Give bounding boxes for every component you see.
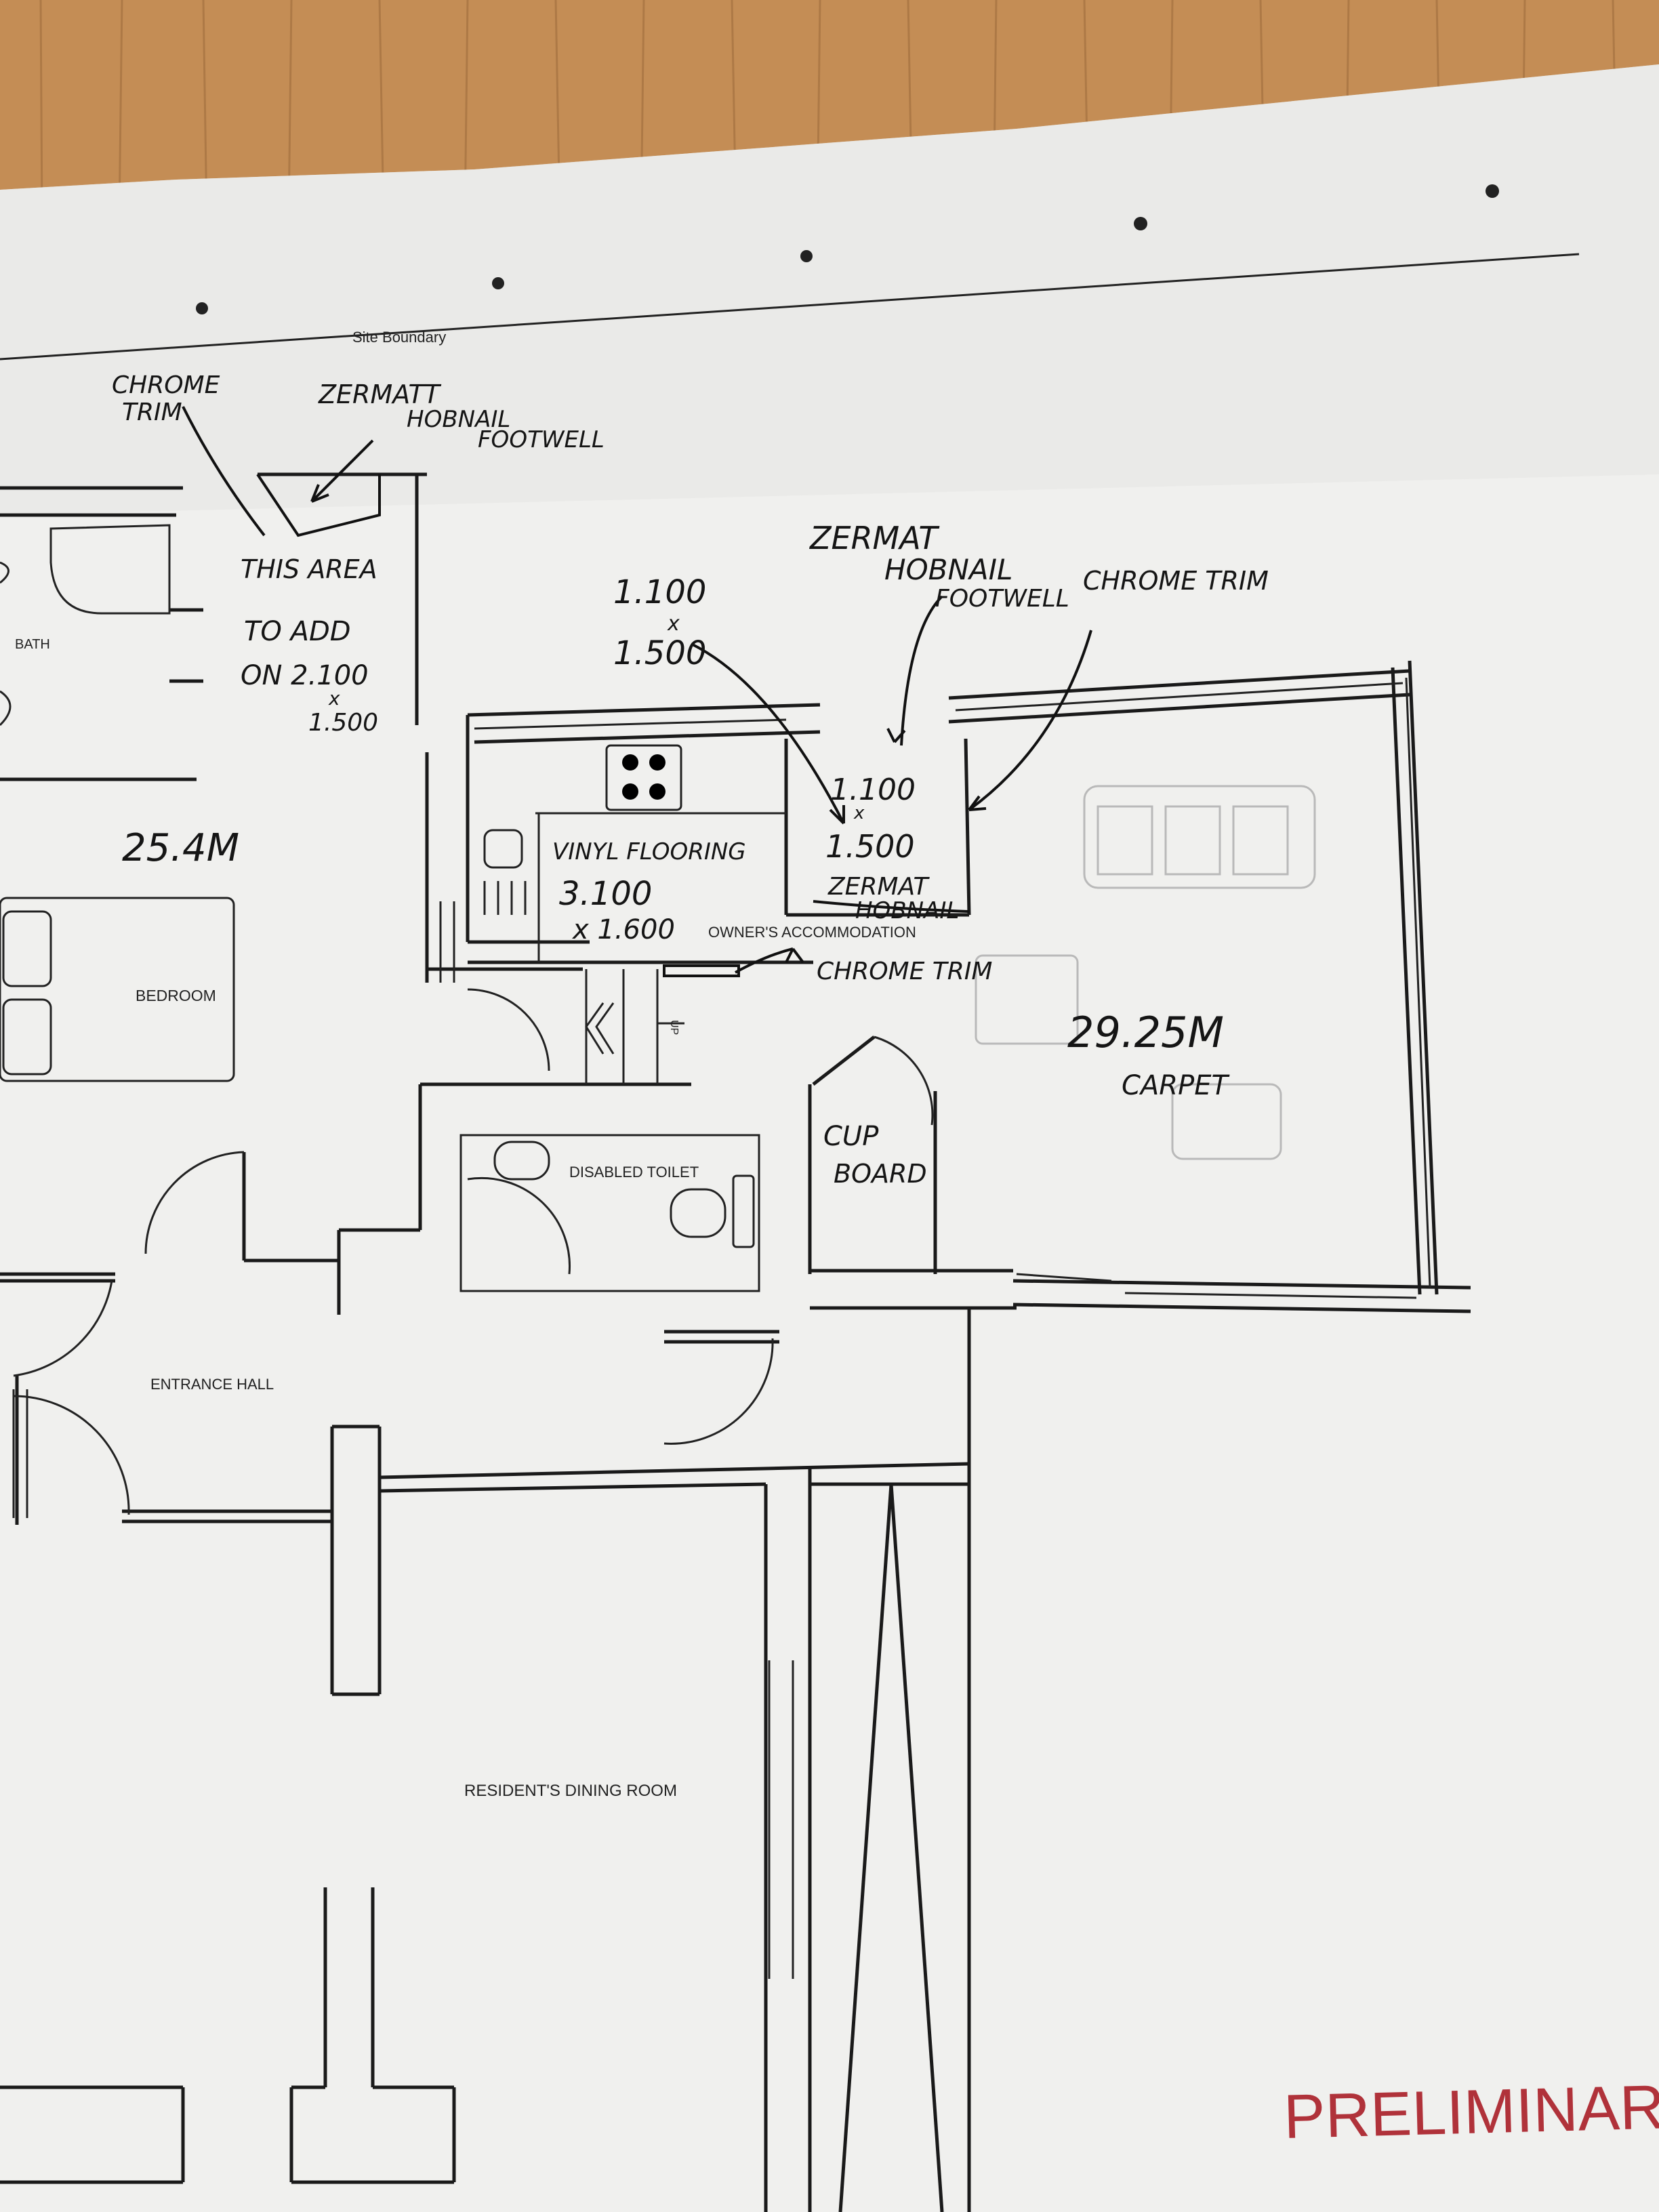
room-label-owners-accommodation: OWNER'S ACCOMMODATION <box>708 924 916 941</box>
note-footwell-left: FOOTWELL <box>478 426 605 453</box>
room-label-residents-dining-room: RESIDENT'S DINING ROOM <box>464 1782 677 1800</box>
door-swings <box>13 988 934 1515</box>
walls <box>0 472 1471 2212</box>
note-size-top-x: x <box>667 612 680 636</box>
bedroom-bed <box>0 897 235 1082</box>
note-size-top-1: 1.100 <box>613 573 706 611</box>
note-chrome-trim-mid: CHROME TRIM <box>817 958 993 985</box>
note-hobnail-well: HOBNAIL <box>855 897 959 924</box>
note-area-left: 25.4M <box>122 826 239 870</box>
preliminary-stamp: PRELIMINARY <box>1283 2072 1659 2152</box>
windows <box>12 677 1431 1979</box>
note-carpet: CARPET <box>1122 1070 1230 1101</box>
kitchen-fixtures <box>483 744 786 962</box>
note-cupboard-1: CUP <box>823 1121 879 1152</box>
faint-furniture <box>975 785 1316 1160</box>
paper <box>0 64 1659 2212</box>
note-cupboard-2: BOARD <box>834 1159 927 1189</box>
note-vinyl-height: x 1.600 <box>571 914 675 945</box>
note-well-size-2: 1.500 <box>825 828 915 865</box>
note-well-x: x <box>853 803 865 823</box>
note-this-area: THIS AREA <box>241 554 377 584</box>
note-area-right: 29.25M <box>1067 1008 1224 1057</box>
note-size-top-2: 1.500 <box>613 634 706 672</box>
punch-dots <box>196 184 1499 314</box>
note-zermat-top: ZERMAT <box>808 520 940 556</box>
note-x-left: x <box>328 687 340 710</box>
stair <box>585 969 684 1084</box>
room-label-bedroom: BEDROOM <box>136 987 216 1004</box>
stair-up-label: UP <box>668 1020 680 1035</box>
room-label-bath: BATH <box>15 637 50 652</box>
toilet-fixtures <box>459 1134 760 1292</box>
bath-fixtures <box>0 524 171 726</box>
room-label-disabled-toilet: DISABLED TOILET <box>569 1164 699 1181</box>
note-well-size-1: 1.100 <box>830 773 916 807</box>
note-to-add: TO ADD <box>244 616 351 647</box>
site-boundary-line <box>0 253 1580 361</box>
room-label-entrance-hall: ENTRANCE HALL <box>150 1376 274 1393</box>
note-chrome-trim-left-1: CHROME <box>112 371 220 399</box>
note-vinyl-width: 3.100 <box>559 875 652 913</box>
note-hobnail-top: HOBNAIL <box>884 553 1012 586</box>
note-zermatt-left: ZERMATT <box>318 380 442 409</box>
note-footwell-top: FOOTWELL <box>935 585 1069 613</box>
note-zermat-well: ZERMAT <box>827 873 930 901</box>
note-chrome-trim-left-2: TRIM <box>122 398 182 426</box>
note-on-size: ON 2.100 <box>241 660 369 691</box>
note-hobnail-left: HOBNAIL <box>407 406 510 433</box>
note-1500-left: 1.500 <box>308 709 378 737</box>
site-boundary-label: Site Boundary <box>352 329 446 346</box>
annotation-arrows <box>182 406 1092 977</box>
note-vinyl-flooring: VINYL FLOORING <box>552 838 746 865</box>
note-chrome-trim-top: CHROME TRIM <box>1083 566 1269 596</box>
